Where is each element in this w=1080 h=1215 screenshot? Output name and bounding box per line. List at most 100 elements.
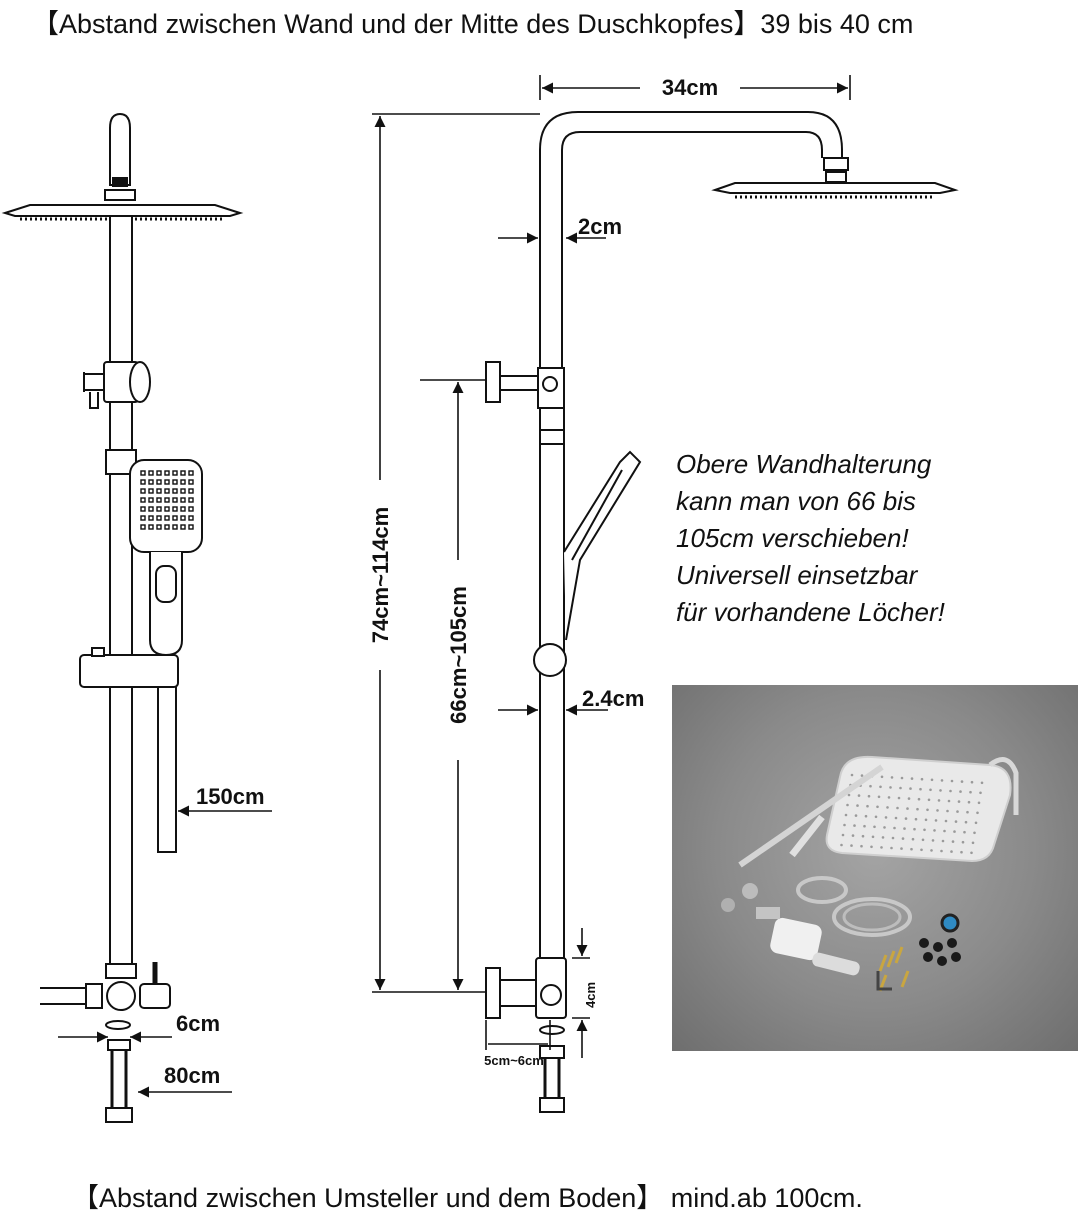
nozzle-dot [883, 826, 886, 829]
nozzle-dot [880, 775, 884, 779]
nozzle [140, 515, 146, 521]
nozzle-dot [897, 796, 901, 800]
nozzle-dot [861, 834, 865, 838]
dim-pipe-lower: 2.4cm [582, 686, 644, 711]
nozzle-dot [904, 817, 908, 820]
nozzle [172, 515, 178, 521]
nozzle-dot [894, 816, 898, 820]
nozzle-dot [857, 794, 861, 797]
nozzle-dot [970, 851, 973, 855]
nozzle-dot [866, 804, 869, 808]
nozzle [140, 524, 146, 530]
nozzle-dot [946, 809, 949, 813]
nozzle-dot [967, 800, 971, 804]
nozzle-dot [900, 847, 903, 850]
nozzle-dot [901, 837, 905, 840]
nozzle [148, 488, 154, 494]
nozzle-dot [930, 849, 933, 852]
nozzle [188, 488, 194, 494]
nozzle [172, 524, 178, 530]
nozzle-dot [874, 815, 878, 819]
dim-total-height: 74cm~114cm [368, 507, 393, 643]
nozzle-dot [887, 796, 891, 799]
nozzle-dot [907, 797, 911, 800]
nozzle-dot [913, 827, 916, 831]
bracket-note: Obere Wandhalterung kann man von 66 bis … [676, 446, 945, 631]
nozzle-dot [977, 801, 981, 805]
nozzle-dot [850, 844, 853, 847]
nozzle-dot [956, 810, 959, 813]
nozzle [140, 488, 146, 494]
screw [900, 970, 910, 988]
product-photo [672, 685, 1078, 1051]
nozzle-dot [941, 839, 945, 843]
nozzle-dot [899, 786, 902, 790]
nozzle-dot [963, 830, 966, 834]
front-hand-shower [129, 459, 203, 657]
front-pipe [109, 215, 133, 965]
nozzle-dot [966, 810, 969, 814]
nozzle-dot [867, 794, 871, 798]
nozzle [172, 506, 178, 512]
nozzle-dot [979, 791, 982, 795]
nozzle [148, 479, 154, 485]
nozzle-dot [910, 777, 914, 780]
dim-inlet-pipe: 6cm [176, 1011, 220, 1036]
nozzle [140, 470, 146, 476]
nozzle [148, 515, 154, 521]
nozzle-dot [919, 787, 922, 791]
nozzle-dot [940, 849, 943, 853]
nozzle-dot [980, 781, 984, 785]
nozzle [164, 524, 170, 530]
note-line: Universell einsetzbar [676, 560, 918, 590]
nozzle-dot [961, 840, 965, 844]
front-rain-head [1, 204, 244, 217]
nozzle-dot [971, 841, 975, 845]
nozzle-dot [860, 844, 863, 848]
nozzle [180, 515, 186, 521]
nozzle [164, 470, 170, 476]
front-arm [109, 112, 131, 186]
nozzle-dot [970, 780, 974, 784]
nozzle-dot [900, 776, 904, 780]
nozzle-dot [949, 789, 952, 793]
nozzle-dot [871, 835, 875, 839]
bottom-caption: 【Abstand zwischen Umsteller und dem Bode… [72, 1183, 863, 1213]
nozzle [156, 470, 162, 476]
nozzle-dot [939, 789, 942, 792]
nozzle-dot [880, 846, 883, 849]
dimension-lines [58, 75, 851, 1098]
nozzle [156, 515, 162, 521]
nozzle-dot [847, 793, 851, 797]
nozzle [180, 506, 186, 512]
nozzle-dot [937, 799, 941, 802]
front-view [1, 112, 244, 1123]
nozzle [148, 506, 154, 512]
nozzle [140, 479, 146, 485]
nozzle [156, 497, 162, 503]
nozzle-dot [843, 823, 846, 827]
note-line: Obere Wandhalterung [676, 449, 932, 479]
nozzle-dot [974, 821, 978, 825]
nozzle-dot [884, 816, 888, 819]
nozzle-dot [927, 798, 931, 802]
nozzle [156, 506, 162, 512]
screw [886, 950, 896, 968]
nozzle-dot [916, 807, 919, 811]
note-line: 105cm verschieben! [676, 523, 909, 553]
top-caption: 【Abstand zwischen Wand und der Mitte des… [32, 9, 914, 39]
nozzle-dot [921, 838, 925, 842]
nozzle-dot [851, 834, 855, 837]
nozzle-dot [920, 777, 924, 781]
nozzle-dot [886, 806, 889, 809]
dim-inlet-hose: 80cm [164, 1063, 220, 1088]
nozzle-dot [877, 795, 881, 799]
nozzle [172, 470, 178, 476]
nozzle-dot [936, 809, 939, 812]
nozzle-dot [930, 778, 934, 782]
nozzle-dot [853, 824, 856, 827]
nozzle-dot [957, 800, 961, 803]
nozzle-dot [964, 820, 968, 824]
nozzle-dot [841, 833, 845, 837]
dim-wall-distance: 5cm~6cm [484, 1053, 544, 1068]
